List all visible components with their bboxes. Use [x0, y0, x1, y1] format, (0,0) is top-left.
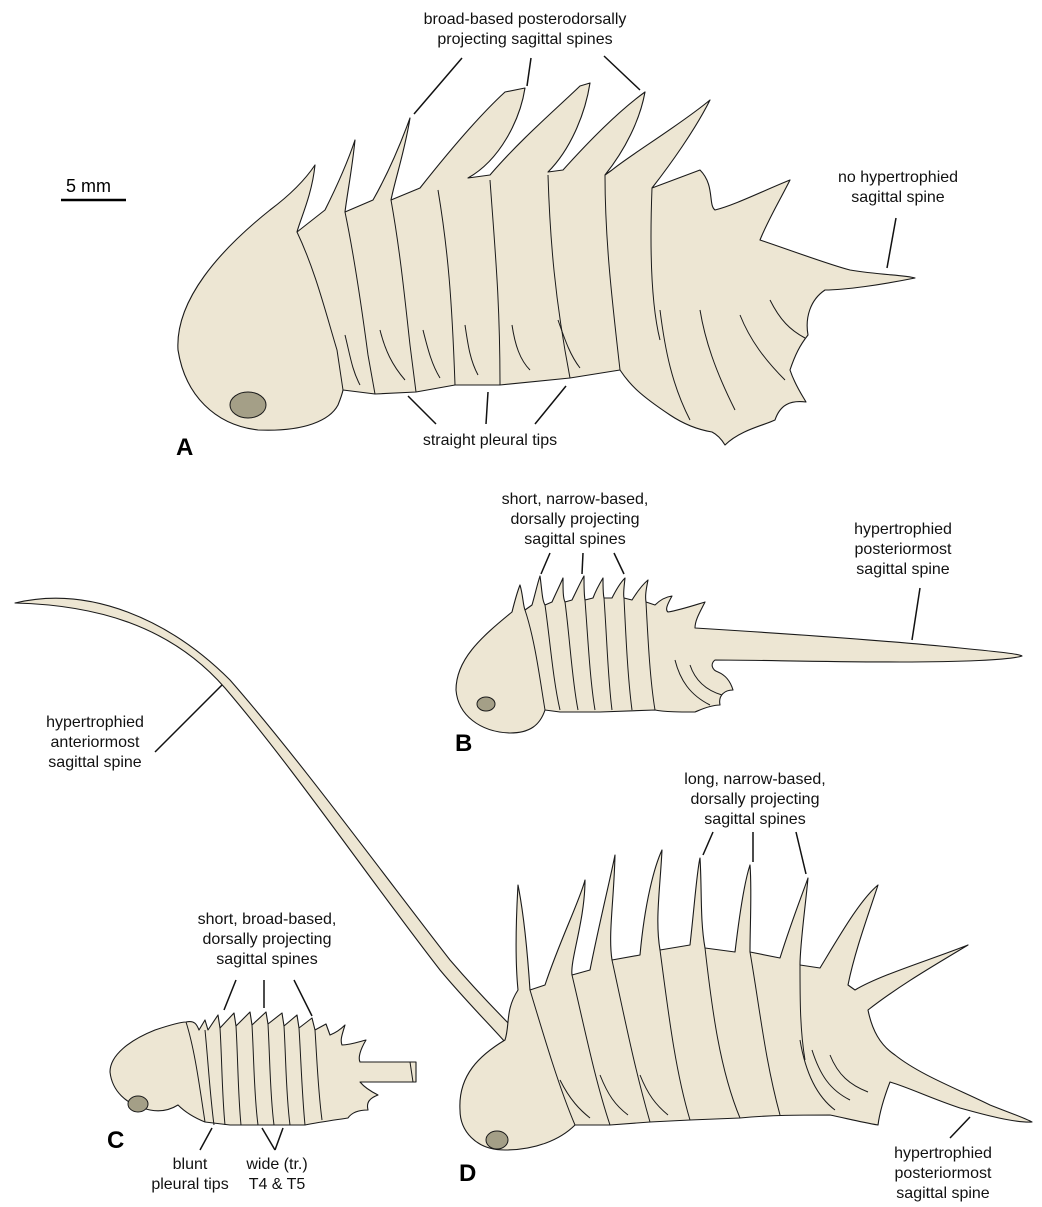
specimen-a	[178, 56, 915, 445]
panel-letter-a: A	[176, 434, 193, 462]
specimen-c-leader	[200, 1128, 212, 1150]
panel-letter-d: D	[459, 1160, 476, 1188]
specimen-d-body	[460, 850, 1032, 1150]
label-d-spines: long, narrow-based, dorsally projecting …	[655, 770, 855, 830]
label-d-hypertrophied-anterior: hypertrophied anteriormost sagittal spin…	[10, 713, 180, 773]
specimen-a-leader	[414, 58, 462, 114]
specimen-d-eye	[486, 1131, 508, 1149]
label-c-spines: short, broad-based, dorsally projecting …	[172, 910, 362, 970]
label-d-hypertrophied-posterior: hypertrophied posteriormost sagittal spi…	[858, 1144, 1028, 1204]
label-c-blunt-pleural: blunt pleural tips	[140, 1155, 240, 1195]
specimen-b-leader	[912, 588, 920, 640]
specimen-b-body	[456, 576, 1022, 733]
specimen-c-leader	[224, 980, 236, 1010]
specimen-a-leader	[486, 392, 488, 424]
specimen-b-leader	[582, 553, 583, 574]
specimen-a-leader	[408, 396, 436, 424]
specimen-b-leader	[541, 553, 550, 574]
specimen-b-leader	[614, 553, 624, 574]
specimen-a-body	[178, 83, 915, 445]
specimen-a-eye	[230, 392, 266, 418]
specimen-a-leader	[527, 58, 531, 86]
specimen-d-leader	[950, 1117, 970, 1138]
specimen-d-leader	[796, 832, 806, 874]
label-a-spines: broad-based posterodorsally projecting s…	[385, 10, 665, 50]
specimen-b-eye	[477, 697, 495, 711]
specimen-a-leader	[535, 386, 566, 424]
label-c-wide-t4-t5: wide (tr.) T4 & T5	[232, 1155, 322, 1195]
specimen-c-body	[110, 1012, 416, 1125]
specimen-c-leader	[294, 980, 312, 1016]
label-a-no-hypertrophied: no hypertrophied sagittal spine	[808, 168, 988, 208]
specimen-c	[110, 980, 416, 1150]
specimen-d-anterior-spine	[15, 598, 520, 1042]
specimen-a-leader	[604, 56, 640, 90]
panel-letter-c: C	[107, 1127, 124, 1155]
label-a-pleural-tips: straight pleural tips	[400, 431, 580, 451]
label-b-hypertrophied-posterior: hypertrophied posteriormost sagittal spi…	[818, 520, 988, 580]
specimen-c-leader	[262, 1128, 275, 1150]
specimen-d-leader	[703, 832, 713, 855]
specimen-b	[456, 553, 1022, 733]
specimen-a-leader	[887, 218, 896, 268]
scale-bar-label: 5 mm	[66, 176, 111, 197]
panel-letter-b: B	[455, 730, 472, 758]
specimen-c-eye	[128, 1096, 148, 1112]
label-b-spines: short, narrow-based, dorsally projecting…	[485, 490, 665, 550]
specimen-c-leader	[275, 1128, 283, 1150]
